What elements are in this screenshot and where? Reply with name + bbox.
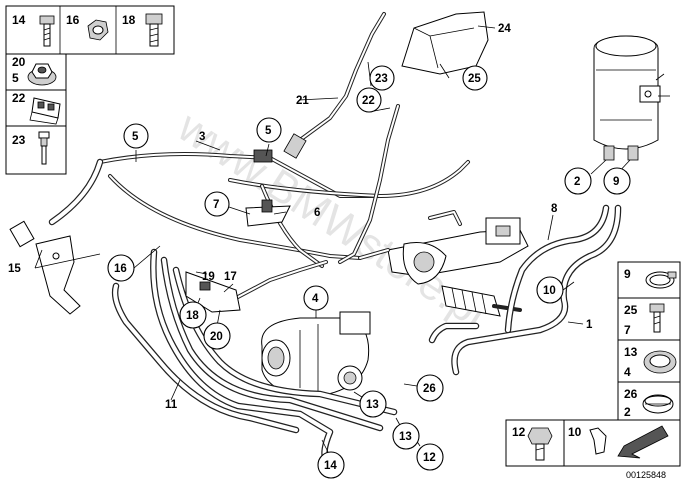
bracket-17 <box>185 271 241 313</box>
callout-26: 26 <box>423 383 436 395</box>
callout-13b: 13 <box>399 431 412 443</box>
hex-bolt-icon <box>145 13 163 47</box>
clip-5-top <box>253 149 273 163</box>
callout-10: 10 <box>543 285 556 297</box>
fluid-reservoir <box>593 35 670 161</box>
callout-2: 2 <box>574 176 580 188</box>
callout-4: 4 <box>312 293 319 305</box>
callout-1: 1 <box>586 319 593 331</box>
callout-7: 7 <box>213 199 219 211</box>
clip-icon <box>29 97 61 125</box>
legend-left-r4: 23 <box>12 133 26 147</box>
callout-16: 16 <box>114 263 127 275</box>
legend-left-r1b: 16 <box>66 13 80 27</box>
legend-right-r3a: 13 <box>624 345 638 359</box>
callout-5b: 5 <box>265 125 272 137</box>
legend-left-r1a: 14 <box>12 13 26 27</box>
clamp-band-icon <box>642 394 674 414</box>
legend-bottom-a: 12 <box>512 425 526 439</box>
legend-right-r3b: 4 <box>624 365 631 379</box>
banjo-bolt-icon <box>527 427 553 461</box>
pipe-22 <box>338 104 400 264</box>
callout-6: 6 <box>314 207 320 219</box>
callout-13a: 13 <box>366 399 379 411</box>
feed-pipe-rack <box>358 210 462 260</box>
callout-23: 23 <box>375 73 388 85</box>
callout-24: 24 <box>498 23 511 35</box>
callout-17: 17 <box>224 271 237 283</box>
heat-shield <box>401 11 489 75</box>
legend-right-r4a: 26 <box>624 387 638 401</box>
bolt-icon-2 <box>649 303 665 333</box>
callout-20: 20 <box>210 331 223 343</box>
legend-bottom: 12 10 <box>505 419 681 467</box>
steering-gear <box>387 217 529 317</box>
pipe-21 <box>283 12 386 159</box>
callout-22: 22 <box>362 95 375 107</box>
legend-left: 14 16 18 20 5 22 23 <box>5 5 175 175</box>
callout-14: 14 <box>324 460 337 472</box>
callout-5a: 5 <box>132 131 139 143</box>
legend-right-r1: 9 <box>624 267 631 281</box>
callout-15: 15 <box>8 263 21 275</box>
pipe-6 <box>234 184 328 300</box>
flange-nut-icon <box>27 63 57 86</box>
legend-right-r2a: 25 <box>624 303 638 317</box>
callout-11: 11 <box>165 399 178 411</box>
bolt-icon <box>39 15 55 47</box>
power-steering-pump <box>261 311 371 397</box>
callout-25: 25 <box>468 73 481 85</box>
callout-21: 21 <box>296 95 309 107</box>
bracket-clip-icon <box>589 427 607 455</box>
pressure-pipe-3 <box>9 152 380 248</box>
callout-19: 19 <box>202 271 215 283</box>
callout-8: 8 <box>551 203 558 215</box>
legend-right-r4b: 2 <box>624 405 631 419</box>
stud-icon <box>38 131 50 165</box>
arrow-icon <box>617 425 669 459</box>
callout-9: 9 <box>613 176 619 188</box>
bracket-7 <box>245 199 291 227</box>
legend-right-r2b: 7 <box>624 323 631 337</box>
legend-bottom-b: 10 <box>568 425 582 439</box>
callout-12: 12 <box>423 452 436 464</box>
legend-right: 9 25 7 13 4 26 2 <box>617 261 681 423</box>
sealing-ring-icon <box>643 350 677 374</box>
legend-left-r2a: 20 <box>12 55 26 69</box>
callout-3: 3 <box>199 131 205 143</box>
bracket-15 <box>35 235 81 315</box>
image-number: 00125848 <box>626 470 666 480</box>
callout-18: 18 <box>186 310 199 322</box>
hose-clamp-icon <box>645 271 677 289</box>
legend-left-r1c: 18 <box>122 13 136 27</box>
return-hose-8 <box>428 204 622 376</box>
callouts: 24 25 23 22 21 5 3 5 7 6 8 2 9 10 1 15 1… <box>8 23 631 479</box>
legend-left-r2b: 5 <box>12 71 19 85</box>
return-pipe <box>108 160 470 260</box>
hex-nut-icon <box>87 19 109 41</box>
legend-left-r3: 22 <box>12 91 26 105</box>
